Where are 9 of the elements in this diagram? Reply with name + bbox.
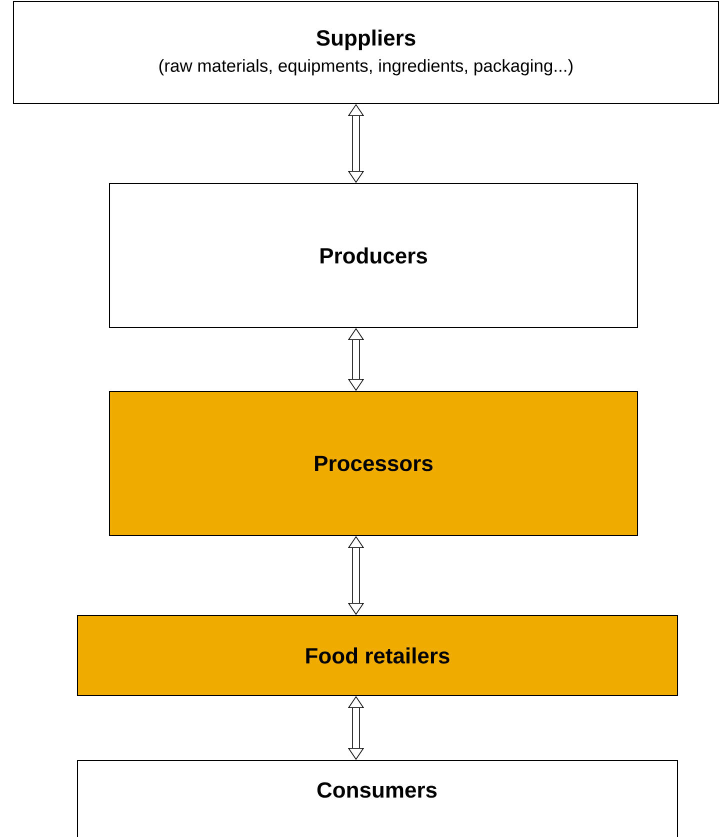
- box: Food retailers: [77, 615, 678, 696]
- double-arrow: [348, 696, 364, 760]
- box: Suppliers (raw materials, equipments, ingredients, packaging...): [13, 0, 719, 104]
- box: Consumers: [77, 760, 678, 837]
- double-arrow: [348, 328, 364, 391]
- double-arrow: [348, 536, 364, 615]
- double-arrow: [348, 104, 364, 183]
- box: Processors: [109, 391, 638, 536]
- box: Producers: [109, 183, 638, 328]
